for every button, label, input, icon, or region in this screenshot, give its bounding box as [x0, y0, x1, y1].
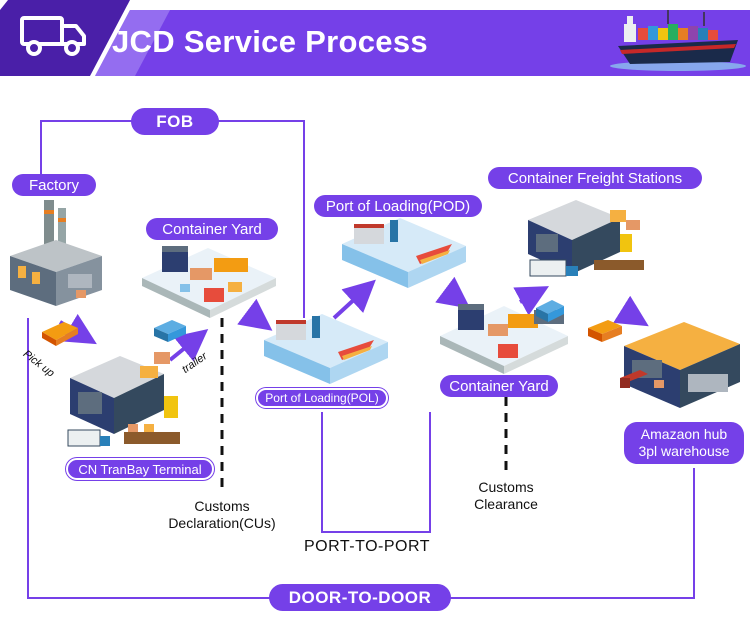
- port-pod-label: Port of Loading(POD): [314, 195, 482, 217]
- customs-clearance-line2: Clearance: [474, 496, 538, 512]
- terminal-warehouse-illustration: [67, 352, 180, 447]
- port-pol-label: Port of Loading(POL): [256, 388, 388, 408]
- customs-clearance-note: Customs Clearance: [458, 479, 554, 513]
- page-title: JCD Service Process: [112, 24, 428, 59]
- container-yard-origin-label: Container Yard: [146, 218, 278, 240]
- port-pol-illustration: [264, 314, 388, 384]
- customs-declaration-line1: Customs: [194, 498, 250, 514]
- container-yard-origin-illustration: [142, 246, 276, 318]
- port-pod-illustration: [342, 218, 466, 288]
- customs-declaration-line2: Declaration(CUs): [168, 515, 276, 531]
- factory-illustration: [10, 200, 102, 306]
- trailer-truck-illustration: [154, 320, 186, 342]
- pickup-truck-illustration: [42, 322, 78, 346]
- door-to-door-label: DOOR-TO-DOOR: [269, 584, 451, 611]
- amazon-hub-illustration: [620, 322, 740, 408]
- customs-clearance-line1: Customs: [478, 479, 534, 495]
- truck-icon: [20, 16, 86, 56]
- cargo-ship-icon: [610, 10, 746, 71]
- factory-label: Factory: [12, 174, 96, 196]
- amazon-hub-label-line1: Amazaon hub: [640, 426, 728, 442]
- amazon-hub-label-line2: 3pl warehouse: [638, 443, 730, 459]
- port-to-port-label: PORT-TO-PORT: [304, 538, 431, 555]
- delivery-truck-illustration: [536, 300, 564, 322]
- amazon-hub-label: Amazaon hub 3pl warehouse: [624, 422, 744, 464]
- fob-label: FOB: [131, 108, 219, 135]
- container-yard-dest-illustration: [440, 304, 568, 374]
- container-yard-dest-label: Container Yard: [440, 375, 558, 397]
- customs-declaration-note: Customs Declaration(CUs): [158, 498, 286, 532]
- cfs-label: Container Freight Stations: [488, 167, 702, 189]
- cn-terminal-label: CN TranBay Terminal: [66, 458, 214, 480]
- cfs-illustration: [528, 200, 644, 277]
- orange-truck-illustration: [588, 320, 622, 342]
